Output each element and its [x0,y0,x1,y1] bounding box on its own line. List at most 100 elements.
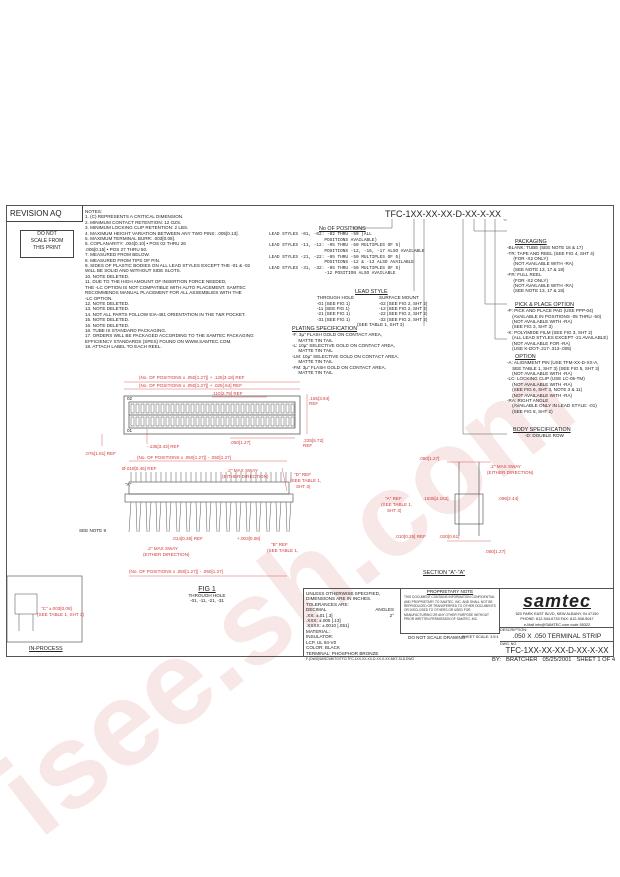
dim-155: .155[3.94] REF [309,396,330,407]
decimal-label: DECIMAL [306,607,327,613]
pin-tail [278,501,282,533]
text-line: -L: 10µ" SELECTIVE GOLD ON CONTACT AREA, [292,343,395,349]
text-line: (AVAILABLE ONLY IN LEAD STYLE: -01) [507,403,597,409]
tol1: .XX: ±.01 [.3] [306,612,333,618]
lead-style-cell: -22 (SEE FIG 2, SHT 2) [379,311,428,317]
pin-pad [260,416,265,427]
dwg-label: DWG. NO. [500,642,518,646]
revision-label: REVISION AQ [10,209,62,218]
text-line: SEE TABLE 1, SHT 3) (SEE FIG 5, SHT 3) [507,365,600,371]
text-line: 18. ATTACH LABEL TO EACH REEL. [85,344,162,350]
pin-pad [250,416,255,427]
text-line: 10. NOTE DELETED. [85,273,130,279]
text-line: 16. TUBE IS STANDARD PACKAGING. [85,327,167,333]
packaging-section: PACKAGING -BLANK: TUBE (SEE NOTE 16 & 17… [507,239,617,294]
lead-style-section: LEAD STYLE THROUGH HOLE SURFACE MOUNT -0… [317,289,477,328]
insulator-label: INSULATOR: [306,634,334,640]
pin-pad [235,403,240,414]
do-not-scale-stamp: DO NOT SCALE FROM THIS PRINT [20,230,74,258]
pin-pad [210,416,215,427]
pin-pad [195,403,200,414]
dim-110: .110[2.79] REF [212,391,243,396]
text-line: -LC OPTION. [85,295,113,301]
c-ref-see: (SEE TABLE 1, SHT 3) [37,612,84,617]
top-view-drawing [101,381,308,446]
tolerance-block: UNLESS OTHERWISE SPECIFIED, DIMENSIONS A… [306,591,414,662]
dim-050a: .050[1.27] [230,440,251,445]
description: .050 X .050 TERMINAL STRIP [512,633,602,641]
text-line: -FM: 3µ" FLASH GOLD ON CONTACT AREA, [292,364,386,370]
address: 520 PARK EAST BLVD, NEW ALBANY, IN 47150 [515,612,599,616]
text-line: 2. MINIMUM CONTACT RETENTION: 12 OZS. [85,219,182,225]
text-line: (SEE FIG 6, SHT 3, NOTE 3 & 11) [507,387,583,393]
either3: (EITHER DIRECTION) [487,470,534,475]
pin-pad [165,416,170,427]
tol2: .XXX: ±.005 [.13] [306,618,341,624]
pin-pad [195,416,200,427]
sway1: .2" MAX SWAY [227,468,258,473]
lead-style-row: -21 (SEE FIG 1)-22 (SEE FIG 2, SHT 2) [317,311,477,316]
text-line: 9. SIDES OF PLASTIC BODIES ON ALL LEAD S… [85,263,251,269]
text-line: 11. DUE TO THE HIGH AMOUNT OF INSERTION … [85,279,227,285]
pin-tail [228,501,232,533]
text-line: 7. MEASURED FROM BELOW. [85,252,150,258]
pin-pad [140,403,145,414]
text-line: 12. NOTE DELETED. [85,300,130,306]
pin-pad [205,403,210,414]
pin-pad [170,403,175,414]
pin-pad [185,416,190,427]
unless-text: UNLESS OTHERWISE SPECIFIED, [306,591,381,596]
plating-section: PLATING SPECIFICATION -F: 3µ" FLASH GOLD… [292,326,482,375]
dims-text: DIMENSIONS ARE IN INCHES. [306,596,372,602]
phone: PHONE: 812-944-6733 FAX: 812-948-5047 [520,617,594,622]
pin-pad [175,416,180,427]
text-line: LEAD STYLES -31, -32: -05 THRU -50 MULTI… [269,265,401,271]
text-line: -12 POSITION ALSO AVAILABLE [269,271,396,277]
by-value: BRATCHER [506,657,538,663]
packaging-title: PACKAGING [515,239,547,245]
pin-pad [290,416,295,427]
pin-pad [130,403,135,414]
dim-top1: (No. OF POSITIONS x .050[1.27]) + .125[3… [139,375,245,380]
pin-pad [280,403,285,414]
see-table1-a: (SEE TABLE 1, [290,478,322,483]
pin-pad [150,416,155,427]
pin-pad [180,403,185,414]
pin-pad [160,416,165,427]
c-ref: "C" ±.003[0.08] [41,606,72,611]
pin-pad [155,416,160,427]
pin-pad [145,416,150,427]
fig1-sub2: -01, -11, -21, -31 [190,598,224,604]
pin-tail [165,501,168,533]
text-line: (NOT AVAILABLE WITH -RA) [507,319,573,325]
insulator-val: LCP, UL 94-V0 [306,639,337,645]
pin-tail [205,501,208,533]
pin-tail [268,501,272,533]
pin-tail [148,501,152,533]
positions-section: No OF POSITIONS LEAD STYLES -01, -02: -0… [269,226,449,277]
pin-tail [245,501,248,533]
text-line: 1. (C) REPRESENTS A CRITICAL DIMENSION. [85,214,184,220]
text-line: (NOT AVAILABLE WITH -RA) [507,381,573,387]
pin-pad [265,403,270,414]
fig1-title: FIG 1 [198,586,216,593]
section-aa-title: SECTION "A"-"A" [423,570,466,576]
text-line: POSITIONS -12, -16, -17 ALSO AVAILABLE [269,248,425,254]
section-aa-drawing [447,461,491,542]
text-line: -BLANK: TUBE (SEE NOTE 16 & 17) [507,245,583,251]
lead-style-title: LEAD STYLE [355,289,388,295]
pin-pad [215,403,220,414]
dim-020: .020[0.51] [439,534,460,539]
a-label: "A" [125,482,132,487]
pin-pad [255,416,260,427]
plating-title: PLATING SPECIFICATION [292,326,358,332]
pin-pad [135,416,140,427]
pin-pad [220,403,225,414]
pin-tail [175,501,178,533]
sheet-scale: SHEET SCALE: 3.5:1 [462,635,499,639]
fig1-sub1: THROUGH HOLE [188,593,226,598]
pick-place-title: PICK & PLACE OPTION [515,302,575,308]
pin-pad [190,416,195,427]
pin-pad [275,403,280,414]
text-line: -RA: RIGHT ANGLE [507,398,549,404]
